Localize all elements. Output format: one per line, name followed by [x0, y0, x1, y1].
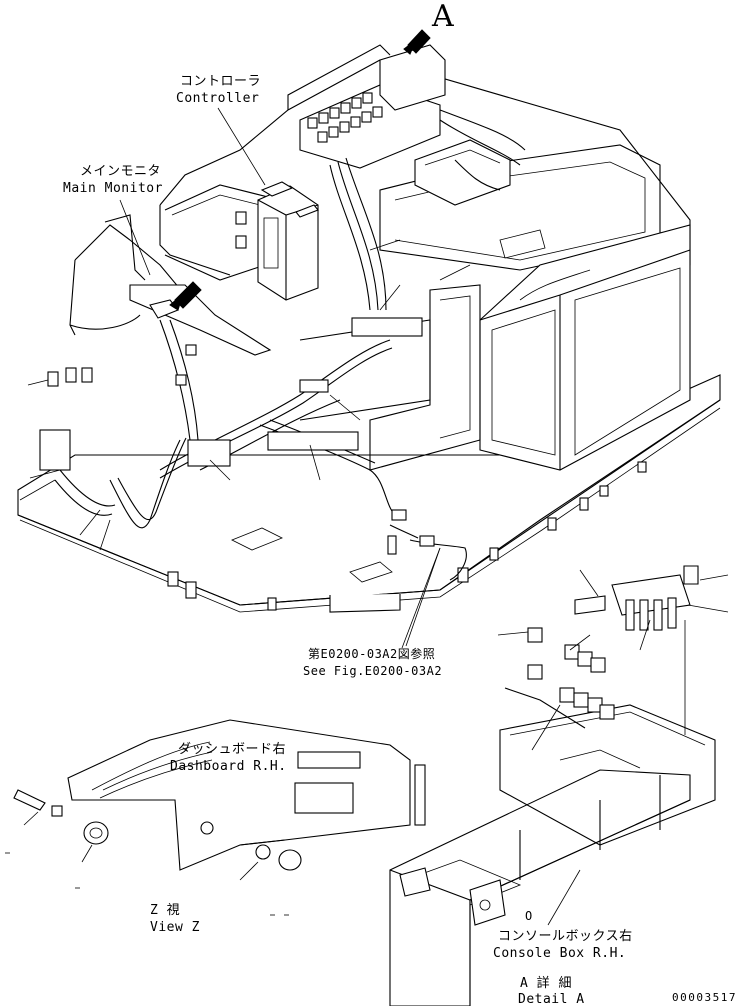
cab-frame: [159, 44, 691, 471]
relay-cube: [361, 111, 372, 123]
view-z-label-en: View Z: [150, 920, 200, 935]
stray-marks: [5, 852, 289, 916]
relay-cube: [340, 102, 351, 114]
controller-unit: [257, 181, 319, 301]
relay-cube: [328, 126, 339, 138]
relay-cube: [362, 92, 373, 104]
view-arrow-a-icon: [403, 29, 431, 55]
console-box-label-en: Console Box R.H.: [493, 946, 627, 961]
relay-cube: [339, 121, 350, 133]
relay-cube: [372, 106, 383, 118]
main-monitor-label-jp: メインモニタ: [80, 164, 162, 179]
view-marker-a: A: [432, 0, 455, 34]
part-number: 00003517: [672, 991, 737, 1004]
see-fig-label-en: See Fig.E0200-03A2: [303, 664, 443, 678]
controller-label-jp: コントローラ: [180, 74, 262, 89]
view-z-label-jp: Z 視: [150, 903, 181, 918]
dashboard-label-jp: ダッシュボード右: [178, 742, 287, 757]
leader-lines: [19, 107, 581, 926]
view-z-parts: [13, 789, 302, 881]
relay-cube: [318, 112, 329, 124]
wire-harness: [54, 109, 526, 581]
relay-cube: [351, 97, 362, 109]
relay-cube: [350, 116, 361, 128]
relay-cube: [317, 131, 328, 143]
see-fig-label-jp: 第E0200-03A2図参照: [308, 647, 436, 661]
relay-cube: [307, 117, 318, 129]
main-monitor-label-en: Main Monitor: [63, 181, 163, 196]
detail-a-label-jp: A 詳 細: [520, 976, 572, 991]
dashboard-rh: [67, 719, 426, 871]
floor-plate: [17, 374, 721, 613]
detail-a-parts: [497, 565, 729, 751]
controller-label-en: Controller: [176, 91, 260, 106]
relay-block: [299, 44, 446, 169]
console-box-label-jp: コンソールボックス右: [498, 929, 633, 944]
connectors: [39, 211, 435, 555]
console-box: [389, 704, 716, 1006]
view-arrow-z-icon: [169, 281, 202, 311]
relay-cube: [329, 107, 340, 119]
circle-mark: O: [525, 909, 533, 923]
detail-a-label-en: Detail A: [518, 992, 585, 1007]
dashboard-label-en: Dashboard R.H.: [170, 759, 287, 774]
fuse-box: [414, 139, 511, 206]
